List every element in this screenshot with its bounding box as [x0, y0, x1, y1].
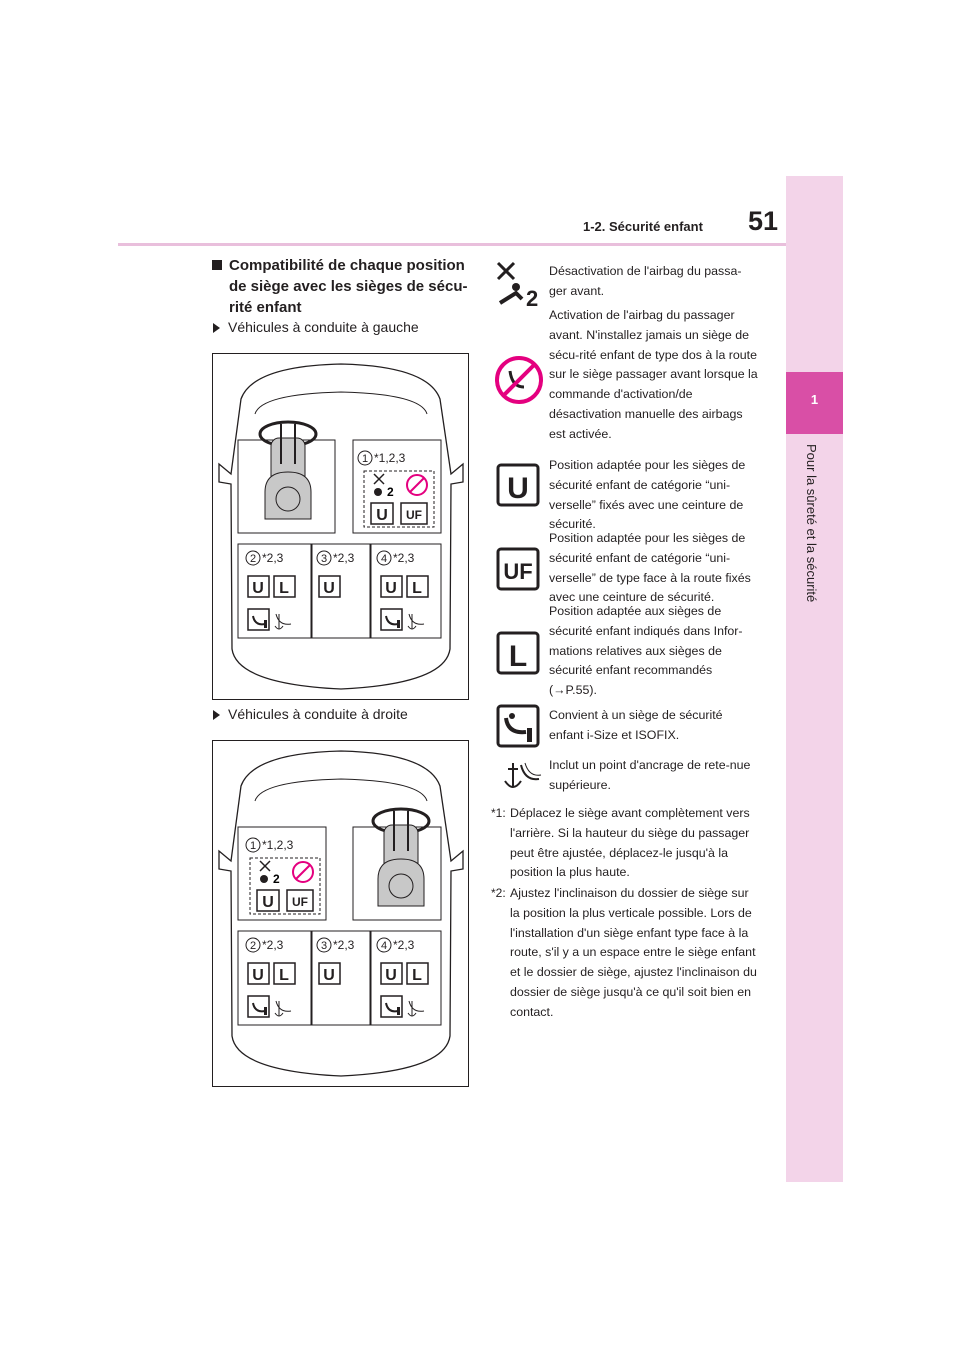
rhd-subheading: Véhicules à conduite à droite	[213, 706, 408, 722]
seat-number-1: 1	[250, 840, 256, 852]
seat-1-note: *1,2,3	[374, 451, 406, 465]
chapter-title: Pour la sûreté et la sécurité	[804, 444, 819, 603]
u-icon: U	[252, 967, 264, 984]
l-icon: L	[279, 967, 289, 984]
u-icon: U	[323, 580, 335, 597]
legend-text-airbag-deactivated: Désactivation de l'airbag du passa-ger a…	[549, 264, 742, 298]
svg-text:2: 2	[526, 286, 538, 309]
driver-figure-icon	[258, 420, 318, 520]
heading-bullet-icon	[212, 260, 222, 270]
isize-isofix-icon	[496, 704, 540, 748]
page-number: 51	[748, 206, 779, 236]
legend-text-airbag-activated: Activation de l'airbag du passager avant…	[549, 308, 758, 441]
no-rear-facing-icon	[406, 474, 428, 496]
svg-text:L: L	[509, 640, 527, 673]
l-icon: L	[412, 580, 422, 597]
airbag-deactivated-icon: 2	[496, 261, 538, 309]
u-icon: U	[385, 580, 397, 597]
svg-text:2: 2	[387, 485, 394, 499]
svg-text:2: 2	[273, 872, 280, 886]
seat-number-2: 2	[250, 940, 256, 952]
seat-number-1: 1	[362, 453, 368, 465]
seat-number-4: 4	[381, 553, 387, 565]
chapter-side-tab: 1 Pour la sûreté et la sécurité	[786, 176, 843, 1182]
airbag-deactivated-icon: 2	[259, 860, 280, 886]
airbag-deactivated-icon: 2	[373, 473, 394, 499]
chapter-number: 1	[810, 392, 819, 407]
legend-text-isofix: Convient à un siège de sécurité enfant i…	[549, 708, 723, 742]
legend-text-u: Position adaptée pour les sièges de sécu…	[549, 458, 746, 532]
chapter-tab-active[interactable]: 1	[786, 372, 843, 434]
isize-isofix-icon	[247, 995, 403, 1018]
u-icon: U	[385, 967, 397, 984]
uf-icon: UF	[496, 547, 540, 591]
no-rear-facing-icon	[292, 861, 314, 883]
svg-text:U: U	[507, 472, 529, 505]
svg-text:UF: UF	[503, 559, 532, 584]
seat-number-3: 3	[321, 553, 327, 565]
top-tether-icon	[274, 613, 425, 630]
lhd-subheading: Véhicules à conduite à gauche	[213, 319, 419, 335]
driver-figure-icon	[371, 807, 431, 907]
header-rule	[118, 243, 786, 246]
l-icon: L	[496, 631, 540, 675]
seat-4-note: *2,3	[393, 938, 415, 952]
uf-icon: UF	[406, 508, 422, 522]
lhd-car-outline: 1 *1,2,3 2 *2,3 3 *2,3 4 *2,3 2 U UF	[218, 363, 464, 690]
uf-icon: UF	[292, 895, 308, 909]
rhd-seat-diagram: 1 *1,2,3 2 *2,3 3 *2,3 4 *2,3 2 U UF	[212, 740, 469, 1087]
section-title: 1-2. Sécurité enfant	[583, 219, 703, 234]
lhd-seat-diagram: 1 *1,2,3 2 *2,3 3 *2,3 4 *2,3 2 U UF	[212, 353, 469, 700]
seat-2-note: *2,3	[262, 551, 284, 565]
seat-3-note: *2,3	[333, 551, 355, 565]
u-icon: U	[376, 507, 388, 524]
isize-isofix-icon	[247, 608, 403, 631]
seat-number-3: 3	[321, 940, 327, 952]
seat-4-note: *2,3	[393, 551, 415, 565]
triangle-bullet-icon	[213, 710, 220, 721]
no-rear-facing-icon	[495, 356, 543, 404]
u-icon: U	[262, 894, 274, 911]
seat-2-note: *2,3	[262, 938, 284, 952]
l-icon: L	[279, 580, 289, 597]
top-tether-icon	[504, 762, 542, 788]
u-icon: U	[252, 580, 264, 597]
l-icon: L	[412, 967, 422, 984]
u-icon: U	[496, 463, 540, 507]
legend-text-l: Position adaptée aux sièges de sécurité …	[549, 604, 743, 698]
legend-text-uf: Position adaptée pour les sièges de sécu…	[549, 531, 751, 605]
u-icon: U	[323, 967, 335, 984]
seat-1-note: *1,2,3	[262, 838, 294, 852]
top-tether-icon	[274, 1000, 425, 1017]
legend-text-top-tether: Inclut un point d'ancrage de rete-nue su…	[549, 758, 751, 792]
triangle-bullet-icon	[213, 323, 220, 334]
footnote-2: *2: Ajustez l'inclinaison du dossier de …	[491, 886, 757, 1019]
rhd-car-outline: 1 *1,2,3 2 *2,3 3 *2,3 4 *2,3 2 U UF	[218, 750, 464, 1077]
footnote-1: *1: Déplacez le siège avant complètement…	[491, 806, 750, 880]
section-heading: Compatibilité de chaque position de sièg…	[212, 255, 472, 318]
seat-3-note: *2,3	[333, 938, 355, 952]
seat-number-4: 4	[381, 940, 387, 952]
seat-number-2: 2	[250, 553, 256, 565]
